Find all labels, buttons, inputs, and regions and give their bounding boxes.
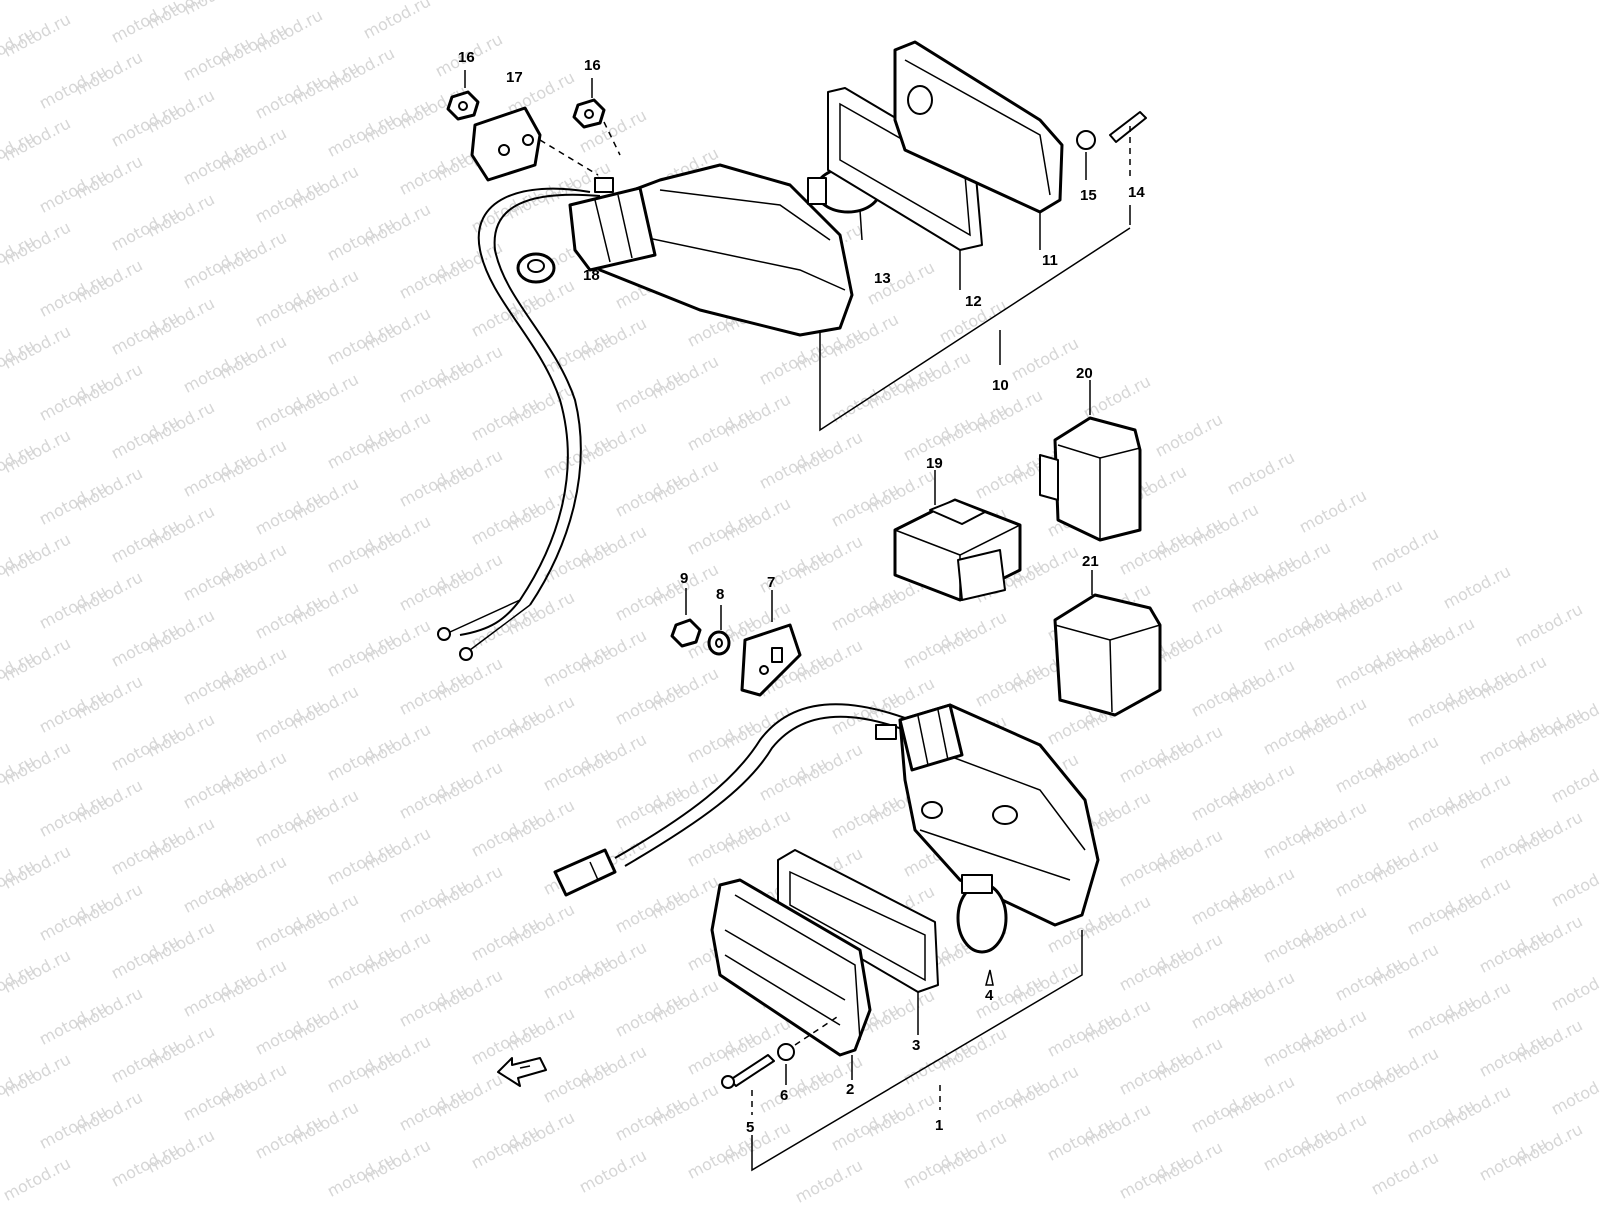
callout-12: 12 [965,293,982,310]
callout-1: 1 [935,1117,943,1134]
callout-16-right: 16 [584,57,601,74]
callout-14: 14 [1128,184,1145,201]
lens-part-2 [710,878,872,1057]
callout-2: 2 [846,1081,854,1098]
washer-part-8 [707,605,731,656]
callout-labels: 16 17 16 18 13 12 11 15 14 10 20 19 21 9… [458,49,1145,1136]
callout-6: 6 [780,1087,788,1104]
relay-part-20 [1039,380,1142,542]
front-turn-signal-assembly [553,703,1100,1172]
screw-part-5 [729,1054,775,1087]
lens-part-11 [893,40,1064,214]
upper-wire-terminal [437,627,451,641]
mounting-plate-part-7 [740,590,802,697]
lens-gasket-part-12 [827,87,983,251]
lower-wire-harness [614,703,906,859]
lower-wire-connector [553,848,617,897]
callout-9: 9 [680,570,688,587]
mounting-plate-part-17 [470,106,542,182]
callout-21: 21 [1082,553,1099,570]
callout-5: 5 [746,1119,754,1136]
callout-19: 19 [926,455,943,472]
callout-10: 10 [992,377,1009,394]
callout-4: 4 [985,987,994,1004]
callout-17: 17 [506,69,523,86]
callout-7: 7 [767,574,775,591]
callout-13: 13 [874,270,891,287]
arrow-left-icon [497,1057,547,1087]
callout-20: 20 [1076,365,1093,382]
callout-8: 8 [716,586,724,603]
callout-11: 11 [1042,252,1058,269]
flasher-relay-part-19 [893,470,1022,602]
rear-turn-signal-assembly [437,40,1147,661]
washer-part-15 [1076,130,1096,150]
callout-3: 3 [912,1037,920,1054]
callout-15: 15 [1080,187,1097,204]
upper-rubber-boot [568,186,657,272]
relay-part-21 [1053,570,1162,717]
callout-16-left: 16 [458,49,475,66]
callout-18: 18 [583,267,600,284]
washer-part-6 [777,1043,795,1061]
screw-part-14 [1109,111,1147,143]
bulb-part-4 [956,874,1008,986]
nut-part-9 [670,588,702,648]
